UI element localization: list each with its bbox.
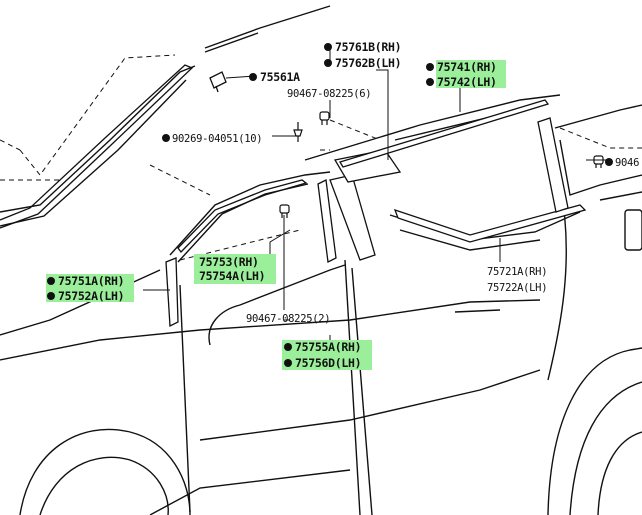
clip-icons (279, 111, 604, 218)
highlight-75741 (436, 60, 506, 88)
part-labels: 75561A 75761B(RH) 75762B(LH) 90467-08225… (58, 40, 639, 370)
label-75756d: 75756D(LH) (295, 356, 361, 370)
roof-drip-moulding (0, 64, 194, 229)
bullet-dots (47, 43, 613, 367)
door-frame-moulding (177, 179, 308, 253)
clip-icon-b (279, 204, 290, 218)
label-75751a: 75751A(RH) (58, 274, 124, 288)
label-75761b: 75761B(RH) (335, 40, 401, 54)
rear-quarter-moulding (537, 117, 569, 213)
label-90269-04051: 90269-04051(10) (172, 133, 262, 145)
center-pillar-garnish (317, 149, 402, 263)
roof-side-moulding (339, 99, 550, 168)
roof-moulding-clip (209, 71, 227, 93)
label-90467-08225-6: 90467-08225(6) (287, 88, 371, 100)
label-75742: 75742(LH) (437, 75, 497, 89)
highlight-75755a (282, 340, 372, 370)
vehicle-body-outline (0, 5, 642, 515)
front-pillar-moulding (165, 257, 179, 328)
label-75722a: 75722A(LH) (487, 282, 547, 294)
highlight-75751a (46, 274, 134, 302)
clip-icon-a (319, 111, 330, 125)
label-75753: 75753(RH) (199, 255, 259, 269)
screw-icon (293, 122, 303, 142)
clip-icon-c (593, 155, 604, 168)
highlights (46, 60, 506, 370)
label-75754a: 75754A(LH) (199, 269, 265, 283)
label-75721a: 75721A(RH) (487, 266, 547, 278)
label-75752a: 75752A(LH) (58, 289, 124, 303)
highlight-75753 (194, 254, 276, 284)
leader-lines (143, 48, 612, 346)
label-90467-08225-2: 90467-08225(2) (246, 313, 330, 325)
label-9046-cut: 9046 (615, 157, 639, 169)
label-75741: 75741(RH) (437, 60, 497, 74)
label-75561a: 75561A (260, 70, 300, 84)
belt-moulding (393, 204, 587, 243)
label-75762b: 75762B(LH) (335, 56, 401, 70)
label-75755a: 75755A(RH) (295, 340, 361, 354)
